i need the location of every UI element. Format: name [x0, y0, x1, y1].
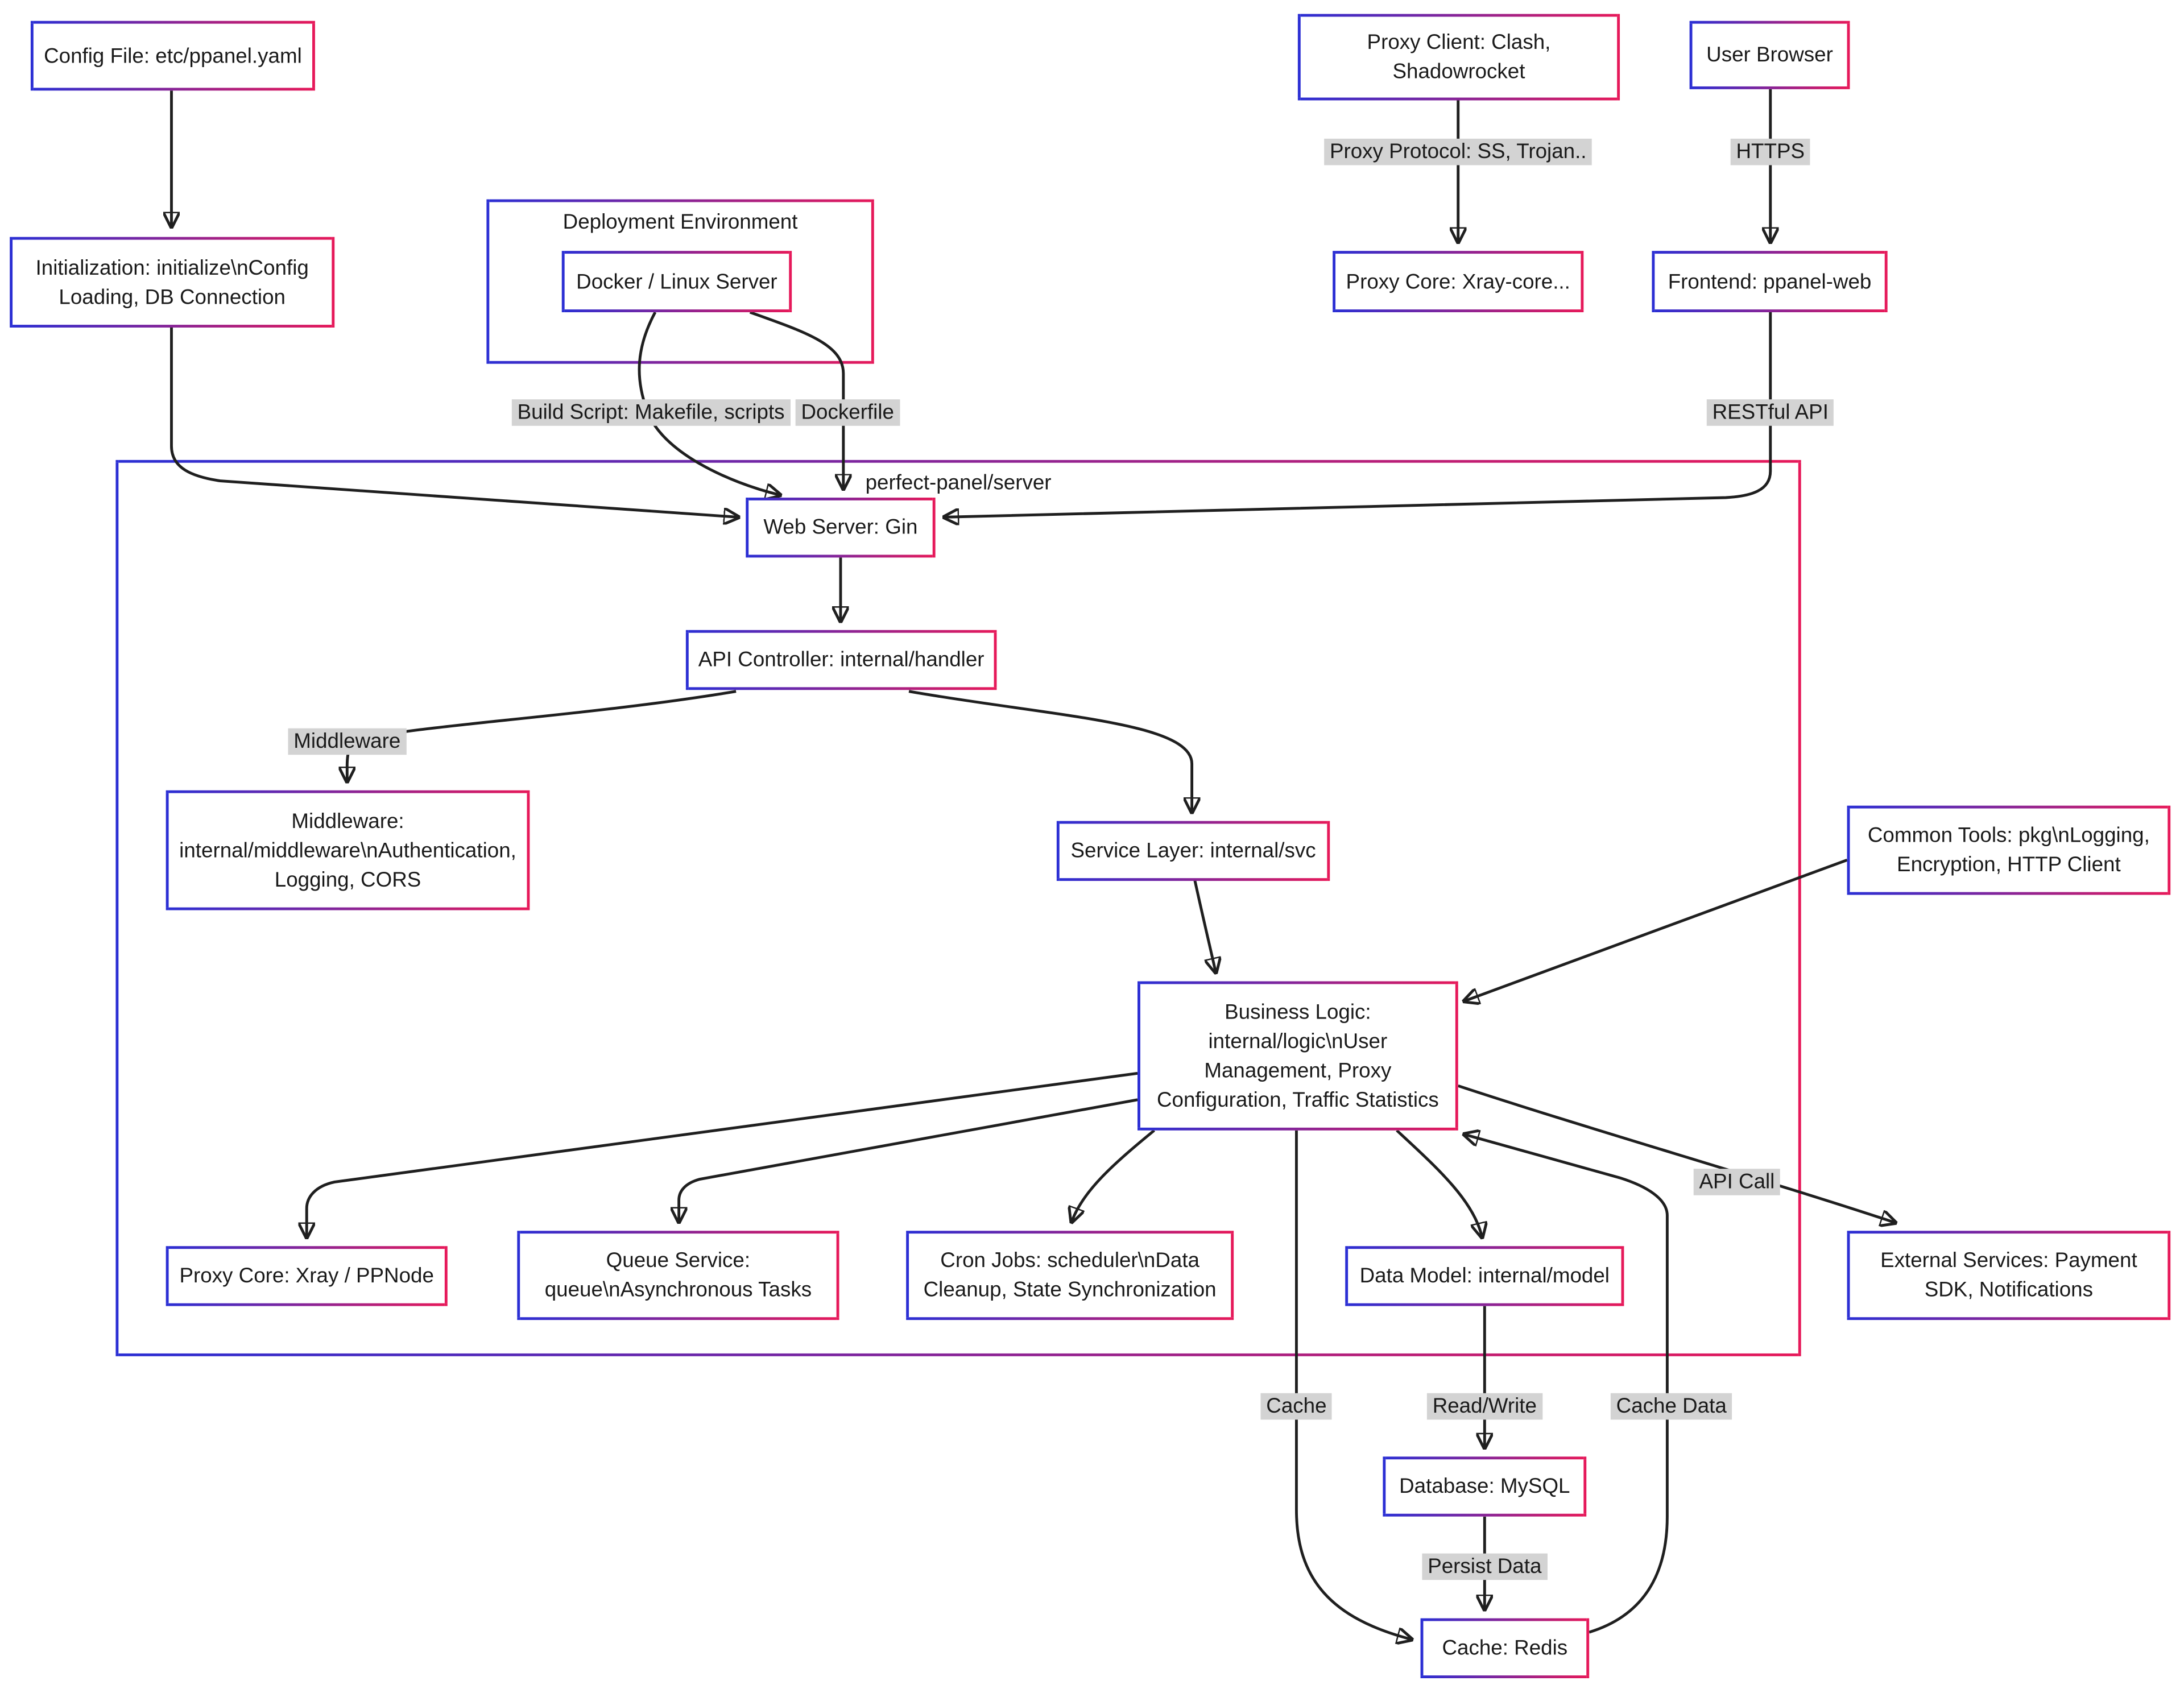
node-user-browser: User Browser	[1689, 20, 1850, 89]
node-queue-service: Queue Service: queue\nAsynchronous Tasks	[517, 1231, 839, 1321]
node-proxy-client-line-1: Shadowrocket	[1392, 60, 1525, 84]
node-cache-redis: Cache: Redis	[1420, 1618, 1590, 1679]
node-business-logic-line-2: Management, Proxy	[1204, 1058, 1392, 1083]
edge-label-persist-data: Persist Data	[1422, 1553, 1548, 1580]
node-docker-linux-server: Docker / Linux Server	[561, 251, 792, 313]
node-middleware-line-1: internal/middleware\nAuthentication,	[179, 838, 516, 862]
node-initialization-line-0: Initialization: initialize\nConfig	[35, 255, 309, 280]
node-database-mysql-line-0: Database: MySQL	[1399, 1475, 1570, 1499]
node-service-layer-line-0: Service Layer: internal/svc	[1070, 839, 1316, 863]
node-frontend-line-0: Frontend: ppanel-web	[1668, 270, 1872, 293]
node-proxy-client: Proxy Client: Clash, Shadowrocket	[1297, 14, 1620, 101]
node-business-logic: Business Logic: internal/logic\nUser Man…	[1138, 981, 1458, 1131]
edge-label-build-script: Build Script: Makefile, scripts	[511, 399, 791, 426]
node-config-file-line-0: Config File: etc/ppanel.yaml	[44, 44, 302, 68]
node-business-logic-line-1: internal/logic\nUser	[1208, 1029, 1388, 1053]
edge-label-cache-data: Cache Data	[1610, 1393, 1732, 1420]
node-proxy-core-xray: Proxy Core: Xray-core...	[1333, 251, 1584, 313]
node-frontend: Frontend: ppanel-web	[1652, 251, 1888, 313]
node-config-file: Config File: etc/ppanel.yaml	[30, 20, 315, 91]
container-perfect-panel-server-label: perfect-panel/server	[865, 471, 1052, 495]
node-cache-redis-line-0: Cache: Redis	[1442, 1636, 1568, 1661]
edge-label-https: HTTPS	[1730, 138, 1810, 165]
node-api-controller-line-0: API Controller: internal/handler	[698, 648, 985, 672]
node-common-tools-line-0: Common Tools: pkg\nLogging,	[1867, 823, 2150, 848]
node-external-services-line-1: SDK, Notifications	[1924, 1278, 2094, 1302]
edge-label-middleware: Middleware	[288, 728, 407, 755]
edge-label-read-write: Read/Write	[1426, 1393, 1542, 1420]
node-initialization: Initialization: initialize\nConfig Loadi…	[10, 237, 335, 328]
node-api-controller: API Controller: internal/handler	[685, 630, 997, 690]
node-external-services-line-0: External Services: Payment	[1880, 1249, 2137, 1273]
node-proxy-core-xray-line-0: Proxy Core: Xray-core...	[1346, 270, 1570, 293]
node-business-logic-line-3: Configuration, Traffic Statistics	[1156, 1088, 1439, 1112]
edge-label-cache: Cache	[1260, 1393, 1333, 1420]
node-web-server: Web Server: Gin	[746, 498, 936, 558]
node-web-server-line-0: Web Server: Gin	[763, 515, 918, 540]
node-cron-jobs-line-1: Cleanup, State Synchronization	[923, 1278, 1217, 1302]
node-queue-service-line-1: queue\nAsynchronous Tasks	[544, 1278, 812, 1302]
node-docker-linux-server-line-0: Docker / Linux Server	[576, 270, 777, 293]
node-queue-service-line-0: Queue Service:	[606, 1249, 751, 1273]
node-data-model-line-0: Data Model: internal/model	[1359, 1264, 1610, 1288]
node-business-logic-line-0: Business Logic:	[1225, 1000, 1371, 1024]
node-proxy-core-ppnode: Proxy Core: Xray / PPNode	[166, 1246, 448, 1306]
node-initialization-line-1: Loading, DB Connection	[59, 285, 286, 309]
node-cron-jobs-line-0: Cron Jobs: scheduler\nData	[940, 1249, 1200, 1273]
edge-label-restful-api: RESTful API	[1706, 399, 1834, 426]
node-middleware-line-2: Logging, CORS	[274, 867, 421, 892]
node-common-tools-line-1: Encryption, HTTP Client	[1897, 853, 2121, 877]
node-common-tools: Common Tools: pkg\nLogging, Encryption, …	[1847, 805, 2171, 895]
container-deployment-environment-label: Deployment Environment	[562, 210, 798, 234]
node-proxy-client-line-0: Proxy Client: Clash,	[1367, 30, 1551, 55]
node-user-browser-line-0: User Browser	[1706, 43, 1833, 67]
node-external-services: External Services: Payment SDK, Notifica…	[1847, 1231, 2171, 1321]
node-proxy-core-ppnode-line-0: Proxy Core: Xray / PPNode	[179, 1264, 434, 1288]
node-cron-jobs: Cron Jobs: scheduler\nData Cleanup, Stat…	[906, 1231, 1234, 1321]
node-data-model: Data Model: internal/model	[1345, 1246, 1624, 1306]
edge-label-dockerfile: Dockerfile	[795, 399, 900, 426]
node-middleware: Middleware: internal/middleware\nAuthent…	[166, 790, 530, 910]
node-service-layer: Service Layer: internal/svc	[1056, 821, 1330, 881]
node-middleware-line-0: Middleware:	[291, 809, 404, 833]
edge-label-proxy-protocol: Proxy Protocol: SS, Trojan..	[1324, 138, 1592, 165]
edge-label-api-call: API Call	[1693, 1169, 1781, 1195]
node-database-mysql: Database: MySQL	[1383, 1456, 1587, 1517]
